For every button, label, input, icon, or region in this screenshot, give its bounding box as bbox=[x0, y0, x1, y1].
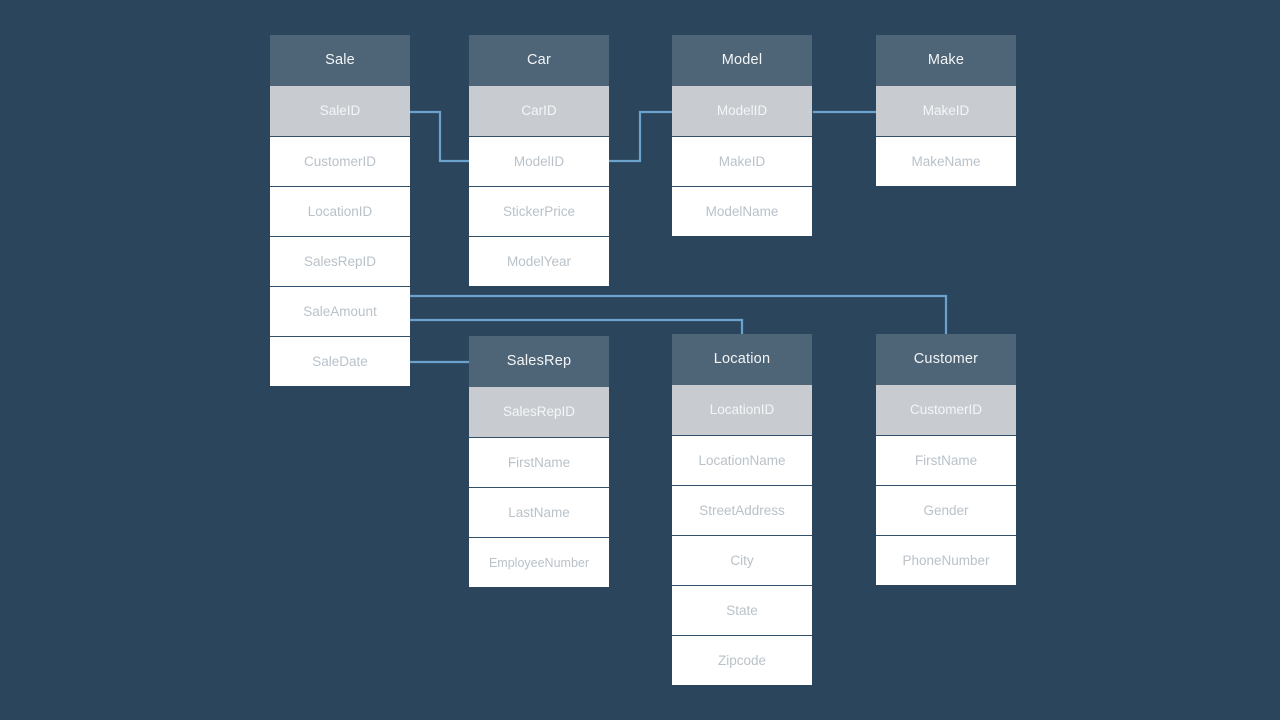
entity-title-car: Car bbox=[469, 35, 609, 86]
entity-table-model[interactable]: Model ModelID MakeID ModelName bbox=[672, 35, 812, 236]
field-model-makeid[interactable]: MakeID bbox=[672, 136, 812, 186]
field-sale-customerid[interactable]: CustomerID bbox=[270, 136, 410, 186]
entity-title-customer: Customer bbox=[876, 334, 1016, 385]
field-car-carid[interactable]: CarID bbox=[469, 86, 609, 136]
field-location-zipcode[interactable]: Zipcode bbox=[672, 635, 812, 685]
entity-table-location[interactable]: Location LocationID LocationName StreetA… bbox=[672, 334, 812, 685]
field-sale-saledate[interactable]: SaleDate bbox=[270, 336, 410, 386]
field-car-stickerprice[interactable]: StickerPrice bbox=[469, 186, 609, 236]
entity-table-salesrep[interactable]: SalesRep SalesRepID FirstName LastName E… bbox=[469, 336, 609, 587]
entity-title-model: Model bbox=[672, 35, 812, 86]
field-car-modelyear[interactable]: ModelYear bbox=[469, 236, 609, 286]
field-sale-saleid[interactable]: SaleID bbox=[270, 86, 410, 136]
field-make-makename[interactable]: MakeName bbox=[876, 136, 1016, 186]
entity-title-location: Location bbox=[672, 334, 812, 385]
field-salesrep-firstname[interactable]: FirstName bbox=[469, 437, 609, 487]
entity-title-sale: Sale bbox=[270, 35, 410, 86]
entity-table-customer[interactable]: Customer CustomerID FirstName Gender Pho… bbox=[876, 334, 1016, 585]
field-salesrep-employeenumber[interactable]: EmployeeNumber bbox=[469, 537, 609, 587]
connector-sale-to-car bbox=[408, 110, 471, 163]
field-sale-saleamount[interactable]: SaleAmount bbox=[270, 286, 410, 336]
field-customer-gender[interactable]: Gender bbox=[876, 485, 1016, 535]
field-customer-customerid[interactable]: CustomerID bbox=[876, 385, 1016, 435]
field-location-locationid[interactable]: LocationID bbox=[672, 385, 812, 435]
field-car-modelid[interactable]: ModelID bbox=[469, 136, 609, 186]
entity-title-salesrep: SalesRep bbox=[469, 336, 609, 387]
connector-car-to-model bbox=[607, 110, 674, 163]
entity-table-make[interactable]: Make MakeID MakeName bbox=[876, 35, 1016, 186]
field-sale-salesrepid[interactable]: SalesRepID bbox=[270, 236, 410, 286]
entity-table-car[interactable]: Car CarID ModelID StickerPrice ModelYear bbox=[469, 35, 609, 286]
field-model-modelname[interactable]: ModelName bbox=[672, 186, 812, 236]
entity-table-sale[interactable]: Sale SaleID CustomerID LocationID SalesR… bbox=[270, 35, 410, 386]
field-sale-locationid[interactable]: LocationID bbox=[270, 186, 410, 236]
entity-title-make: Make bbox=[876, 35, 1016, 86]
field-customer-firstname[interactable]: FirstName bbox=[876, 435, 1016, 485]
field-location-streetaddress[interactable]: StreetAddress bbox=[672, 485, 812, 535]
field-salesrep-salesrepid[interactable]: SalesRepID bbox=[469, 387, 609, 437]
connector-sale-to-customer bbox=[408, 294, 948, 336]
field-salesrep-lastname[interactable]: LastName bbox=[469, 487, 609, 537]
field-make-makeid[interactable]: MakeID bbox=[876, 86, 1016, 136]
field-customer-phonenumber[interactable]: PhoneNumber bbox=[876, 535, 1016, 585]
field-model-modelid[interactable]: ModelID bbox=[672, 86, 812, 136]
field-location-city[interactable]: City bbox=[672, 535, 812, 585]
field-location-locationname[interactable]: LocationName bbox=[672, 435, 812, 485]
field-location-state[interactable]: State bbox=[672, 585, 812, 635]
connector-sale-to-location bbox=[408, 318, 744, 336]
